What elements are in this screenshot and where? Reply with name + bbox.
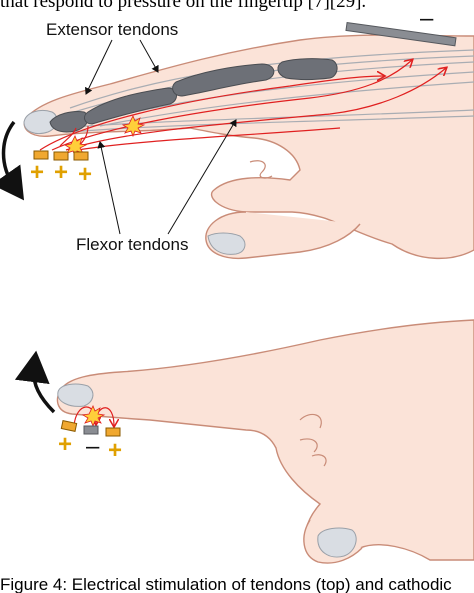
electrode-pad — [34, 151, 48, 159]
flexor-tendons-label: Flexor tendons — [76, 235, 188, 254]
electrode-pad — [74, 152, 88, 160]
top-cathode-sign: – — [420, 5, 434, 32]
bottom-anode-electrode-right — [106, 428, 120, 436]
anode-sign-1: + — [30, 159, 44, 186]
bottom-extension-arrow — [34, 368, 54, 412]
bottom-anode-sign-left: + — [58, 431, 72, 458]
top-hand-illustration — [4, 23, 474, 259]
bottom-cathode-sign: – — [86, 433, 100, 460]
extensor-tendons-label: Extensor tendons — [46, 20, 178, 39]
anode-sign-3: + — [78, 161, 92, 188]
anode-sign-2: + — [54, 159, 68, 186]
figure-caption: Figure 4: Electrical stimulation of tend… — [0, 575, 474, 593]
top-flexion-arrow — [4, 122, 15, 186]
bottom-hand-illustration — [34, 320, 474, 563]
top-knuckle-crease — [250, 161, 272, 178]
bottom-thumb-nail — [318, 528, 356, 557]
bottom-anode-sign-right: + — [108, 437, 122, 464]
